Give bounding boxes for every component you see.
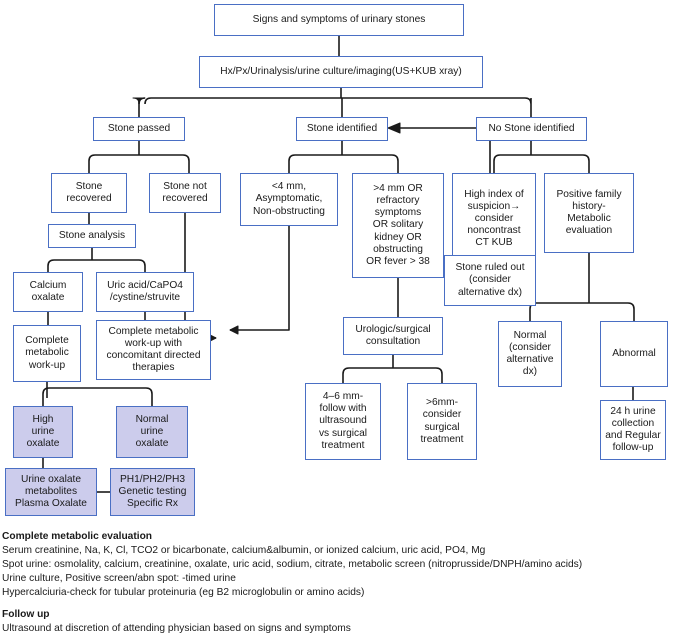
node-passed[interactable]: Stone passed — [93, 117, 185, 141]
node-identified[interactable]: Stone identified — [296, 117, 388, 141]
node-cmwuconc[interactable]: Complete metabolic work-up with concomit… — [96, 320, 211, 380]
connector-workup-split — [138, 97, 532, 117]
node-followus[interactable]: 4–6 mm- follow with ultrasound vs surgic… — [305, 383, 381, 460]
node-urologic[interactable]: Urologic/surgical consultation — [343, 317, 443, 355]
node-small[interactable]: <4 mm, Asymptomatic, Non-obstructing — [240, 173, 338, 226]
node-surgical[interactable]: >6mm- consider surgical treatment — [407, 383, 477, 460]
node-normaldx[interactable]: Normal (consider alternative dx) — [498, 321, 562, 387]
note-cme-line1: Serum creatinine, Na, K, Cl, TCO2 or bic… — [2, 545, 486, 556]
node-ruledout[interactable]: Stone ruled out (consider alternative dx… — [444, 255, 536, 306]
connector-cmwu-split — [42, 387, 153, 406]
node-abnormal[interactable]: Abnormal — [600, 321, 668, 387]
connector-small-loop — [230, 226, 290, 331]
node-cmwu[interactable]: Complete metabolic work-up — [13, 325, 81, 382]
note-cme-line2: Spot urine: osmolality, calcium, creatin… — [2, 559, 583, 570]
note-cme-heading: Complete metabolic evaluation — [2, 531, 153, 542]
node-recovered[interactable]: Stone recovered — [51, 173, 127, 213]
connector-urologic-split — [342, 367, 443, 383]
connector-workup-to-passed — [132, 97, 146, 118]
node-highindex[interactable]: High index of suspicion→ consider noncon… — [452, 173, 536, 265]
note-cme-line4: Hypercalciuria-check for tubular protein… — [2, 587, 365, 598]
node-large[interactable]: >4 mm OR refractory symptoms OR solitary… — [352, 173, 444, 278]
node-workup[interactable]: Hx/Px/Urinalysis/urine culture/imaging(U… — [199, 56, 483, 88]
node-analysis[interactable]: Stone analysis — [48, 224, 136, 248]
node-posfamily[interactable]: Positive family history- Metabolic evalu… — [544, 173, 634, 253]
node-nostone[interactable]: No Stone identified — [476, 117, 587, 141]
connector-highindex-arrow — [387, 122, 401, 134]
node-normox[interactable]: Normal urine oxalate — [116, 406, 188, 458]
connector-analysis-split — [47, 259, 146, 272]
connector-posfamily-split — [529, 302, 635, 321]
connector-workup-split-left — [138, 97, 146, 105]
node-notrecovered[interactable]: Stone not recovered — [149, 173, 221, 213]
note-fu-heading: Follow up — [2, 609, 50, 620]
node-calcium[interactable]: Calcium oxalate — [13, 272, 83, 312]
note-fu-line1: Ultrasound at discretion of attending ph… — [2, 623, 351, 634]
node-metabolites[interactable]: Urine oxalate metabolites Plasma Oxalate — [5, 468, 97, 516]
node-genetic[interactable]: PH1/PH2/PH3 Genetic testing Specific Rx — [110, 468, 195, 516]
connector-identified-split — [288, 154, 399, 173]
note-cme-line3: Urine culture, Positive screen/abn spot:… — [2, 573, 236, 584]
connector-passed-split — [88, 154, 190, 173]
node-uricacid[interactable]: Uric acid/CaPO4 /cystine/struvite — [96, 272, 194, 312]
node-highox[interactable]: High urine oxalate — [13, 406, 73, 458]
connector-small-arrow — [229, 325, 239, 335]
connector-nostone-split — [493, 154, 590, 173]
node-urine24[interactable]: 24 h urine collection and Regular follow… — [600, 400, 666, 460]
node-signs[interactable]: Signs and symptoms of urinary stones — [214, 4, 464, 36]
